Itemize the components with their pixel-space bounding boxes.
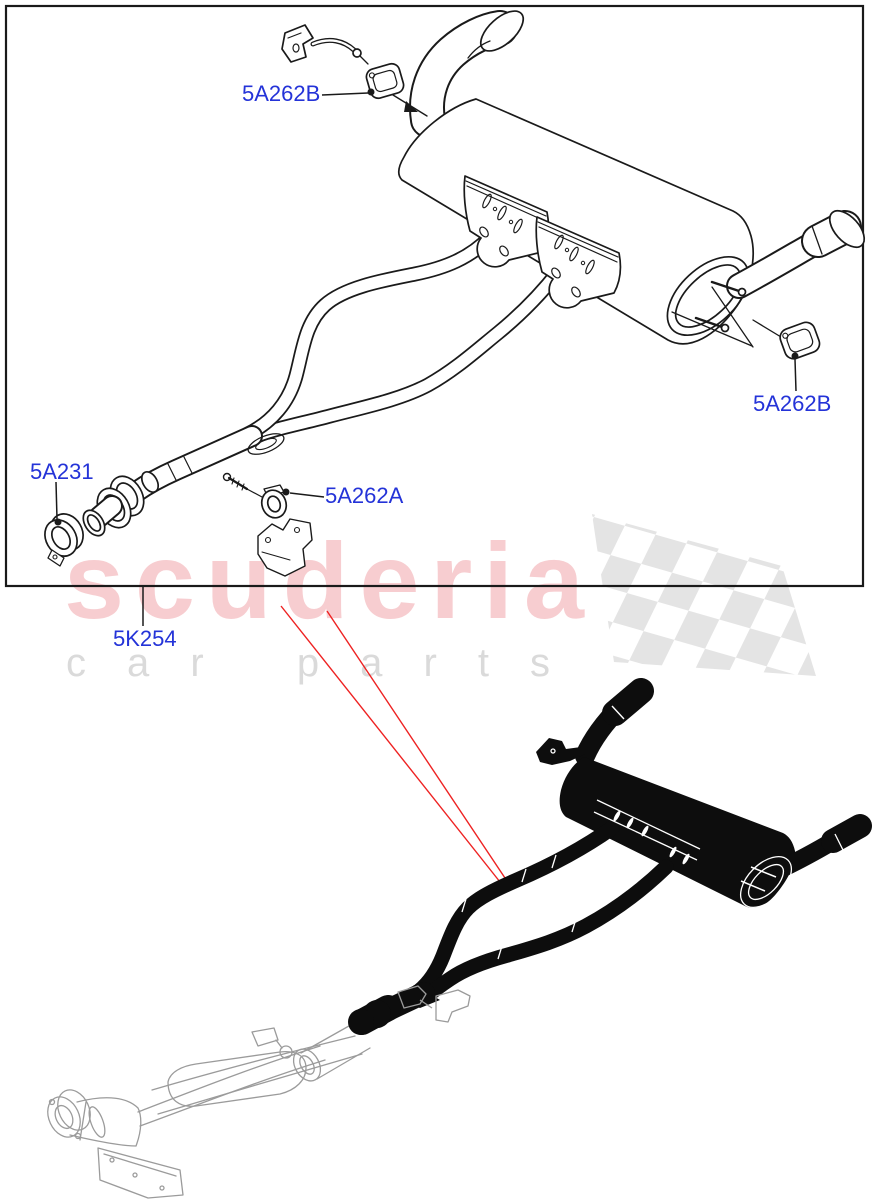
watermark: scuderia car parts (64, 514, 816, 685)
diagram-frame-box (4, 4, 865, 588)
silhouette-detail-lines (461, 748, 792, 960)
checkered-flag-icon (592, 514, 816, 676)
watermark-brand-text: scuderia (64, 520, 585, 641)
part-label-clamp[interactable]: 5A231 (30, 459, 94, 484)
silhouette-gray-brackets (397, 985, 471, 1023)
part-label-exhaust-system[interactable]: 5K254 (113, 626, 177, 651)
muffler-body (398, 98, 754, 345)
rear-hanger-top-part (281, 24, 428, 117)
underbody-location-art (47, 1021, 371, 1199)
label-leader-lines (54, 88, 799, 626)
exploded-drawing (44, 10, 866, 577)
part-label-hanger-right[interactable]: 5A262B (753, 391, 832, 416)
left-tailpipe-drawing (409, 10, 525, 138)
rear-hanger-right-part (671, 280, 821, 360)
right-tailpipe-drawing (726, 209, 866, 299)
rear-exhaust-silhouette (348, 678, 872, 1035)
intermediate-pipes-drawing (125, 229, 566, 503)
part-label-insulator[interactable]: 5A262A (325, 483, 404, 508)
part-label-hanger-top[interactable]: 5A262B (242, 81, 321, 106)
center-mount-part (222, 472, 313, 577)
location-callout-lines (280, 605, 510, 888)
flex-coupling-drawing (82, 471, 160, 537)
